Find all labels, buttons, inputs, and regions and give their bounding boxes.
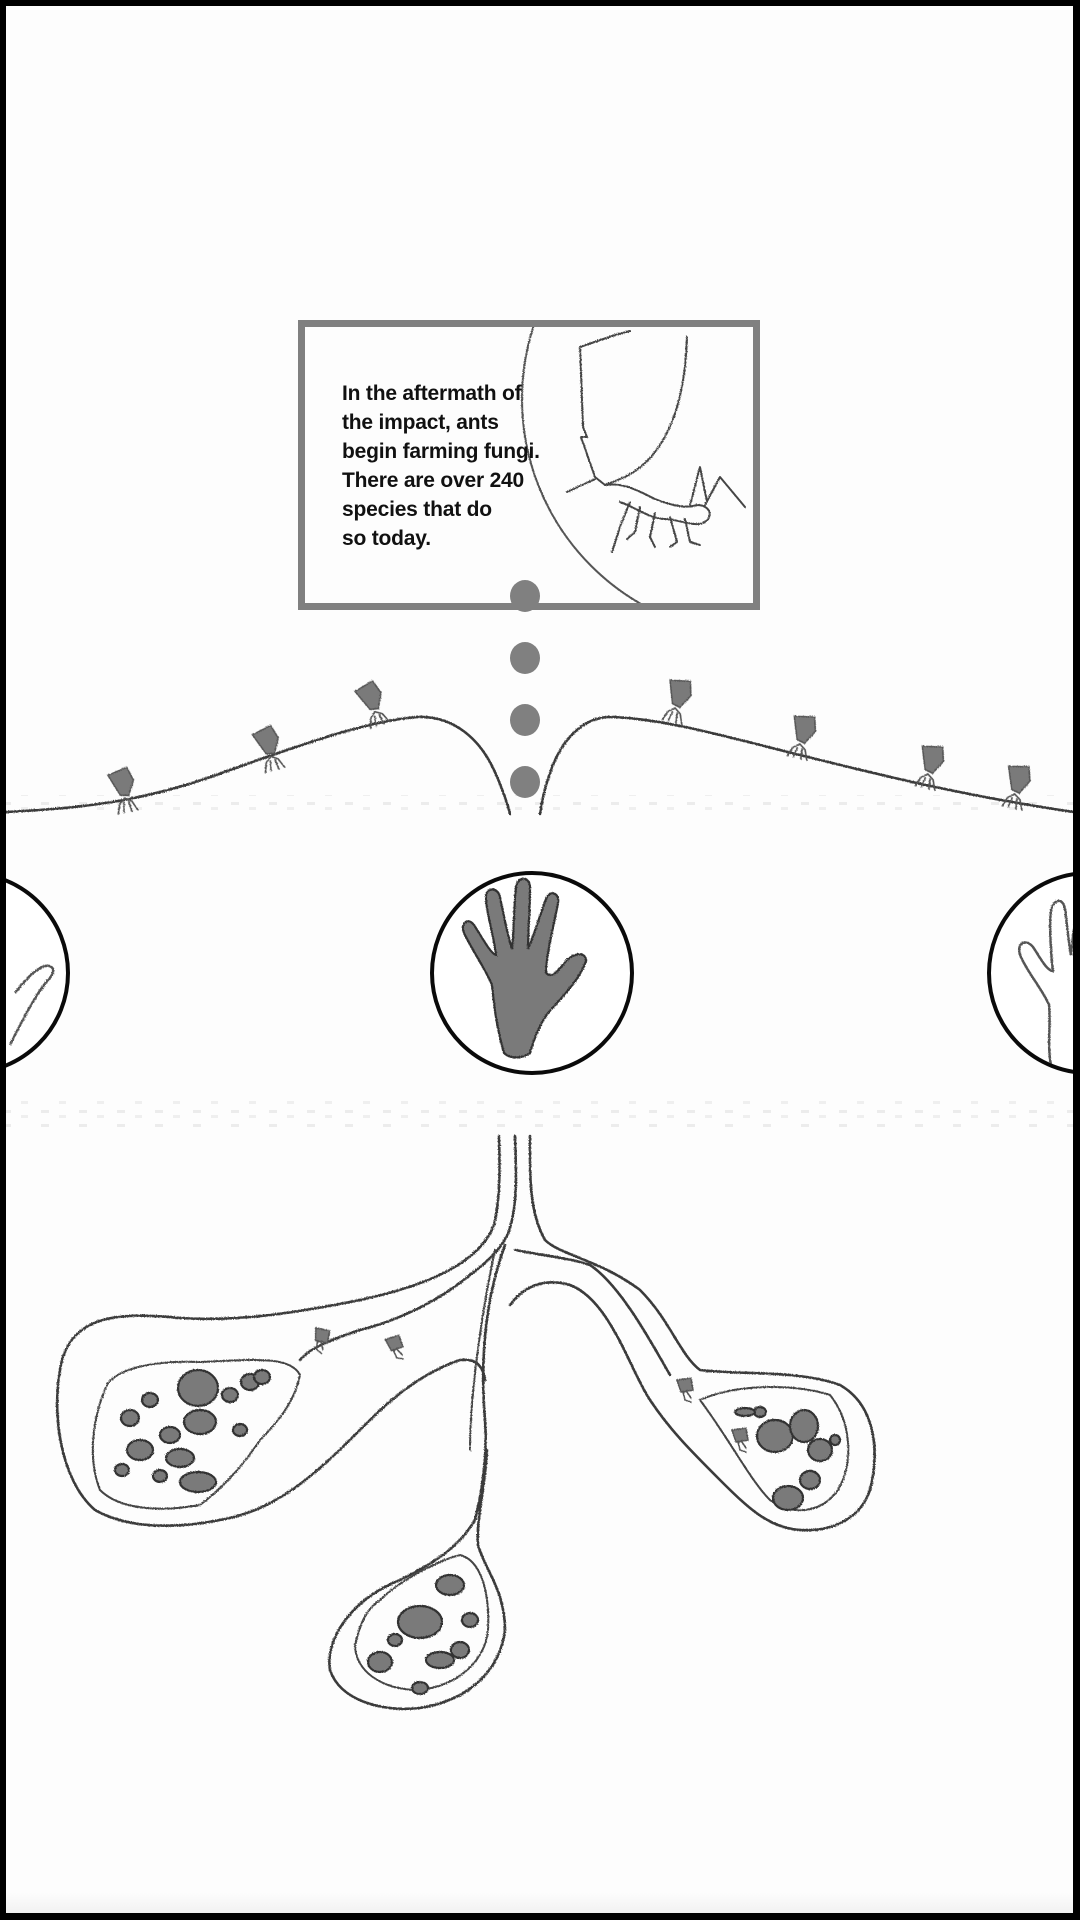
caption-line: so today.	[342, 527, 431, 550]
fungus-clump	[182, 1408, 218, 1436]
connector-dot	[510, 642, 540, 674]
leafcutter-ant-illustration	[521, 327, 746, 603]
fungus-clump	[140, 1391, 160, 1409]
tunnel-bottom	[328, 1243, 507, 1710]
fungus-chamber	[699, 1386, 850, 1512]
tunnel-right-inner	[513, 1248, 672, 1377]
fungus-clump	[386, 1632, 404, 1648]
fungus-garden-outline	[354, 1554, 490, 1691]
fungus-clump	[252, 1368, 272, 1386]
fungus-garden-outline	[699, 1386, 850, 1512]
ant-carrying-leaf	[661, 679, 692, 726]
fungus-clump	[755, 1418, 795, 1454]
fungus-clump	[231, 1422, 249, 1438]
fungus-clump	[449, 1640, 471, 1660]
magnifier-circle	[521, 327, 642, 603]
fungus-gardens	[91, 1326, 850, 1696]
tunnel-ant	[731, 1427, 749, 1453]
ant-legs	[611, 466, 746, 553]
fungus-clump	[220, 1386, 240, 1404]
connector-dot	[510, 704, 540, 736]
caption-line: begin farming fungi.	[342, 440, 540, 463]
tunnel-left-inner	[298, 1134, 518, 1362]
ant-carrying-leaf	[106, 766, 139, 815]
caption-line: species that do	[342, 498, 492, 521]
surface-texture	[6, 795, 1073, 815]
story-frame: In the aftermath of the impact, ants beg…	[6, 6, 1073, 1913]
ant-carrying-leaf	[353, 679, 391, 730]
hand-outline-icon	[8, 964, 55, 1046]
ant-body	[566, 478, 711, 526]
caption-line: the impact, ants	[342, 411, 499, 434]
fungus-clump	[410, 1680, 430, 1696]
caption-line: In the aftermath of	[342, 382, 522, 405]
fungus-clump	[178, 1470, 218, 1494]
nest-tunnels	[55, 1134, 876, 1710]
fungus-clump	[798, 1469, 822, 1491]
fungus-clump	[424, 1650, 456, 1670]
fungus-clump	[771, 1484, 805, 1512]
fungus-clump	[828, 1433, 842, 1447]
fungus-clump	[806, 1437, 834, 1463]
tunnel-ant	[314, 1326, 331, 1355]
tunnel-bottom-inner	[469, 1249, 496, 1451]
bottom-fade	[6, 1893, 1073, 1913]
tunnel-left-outer	[55, 1134, 501, 1528]
tunnel-ant	[384, 1334, 404, 1360]
fungus-clump	[396, 1604, 444, 1640]
fungus-clump	[113, 1462, 131, 1478]
ant-carrying-leaf	[1001, 765, 1031, 811]
hand-filled-icon	[461, 877, 588, 1059]
caption-text: In the aftermath of the impact, ants beg…	[342, 379, 572, 553]
fungus-clump	[366, 1650, 394, 1674]
subsurface-texture	[6, 1100, 1073, 1128]
tunnel-ant	[676, 1377, 694, 1403]
fungus-clump	[158, 1425, 182, 1445]
fungus-clump	[788, 1408, 820, 1444]
fungus-clump	[119, 1408, 141, 1428]
ant-carrying-leaf	[786, 715, 817, 762]
fungus-chamber	[354, 1554, 490, 1696]
connector-dot	[510, 766, 540, 798]
hand-button-selected[interactable]	[430, 871, 634, 1075]
fungus-clump	[151, 1468, 169, 1484]
ant-carrying-leaf	[251, 724, 286, 774]
fungus-garden-outline	[91, 1358, 301, 1510]
caption-card: In the aftermath of the impact, ants beg…	[298, 320, 760, 610]
fungus-chamber	[91, 1358, 301, 1510]
fungus-clump	[460, 1611, 480, 1629]
mound-right	[538, 715, 1073, 816]
fungus-clump	[434, 1573, 466, 1597]
hand-button-next[interactable]	[987, 871, 1073, 1075]
tunnel-right	[508, 1134, 876, 1532]
fungus-clump	[125, 1438, 155, 1462]
hand-outline-icon	[1017, 899, 1073, 1066]
fungus-clump	[733, 1406, 757, 1418]
ant-carrying-leaf	[914, 745, 945, 792]
hand-button-previous[interactable]	[6, 871, 70, 1075]
fungus-clump	[164, 1447, 196, 1469]
fungus-clump	[176, 1368, 220, 1408]
caption-line: There are over 240	[342, 469, 525, 492]
surface-ants	[106, 679, 1031, 815]
leaf-outline	[579, 330, 688, 486]
